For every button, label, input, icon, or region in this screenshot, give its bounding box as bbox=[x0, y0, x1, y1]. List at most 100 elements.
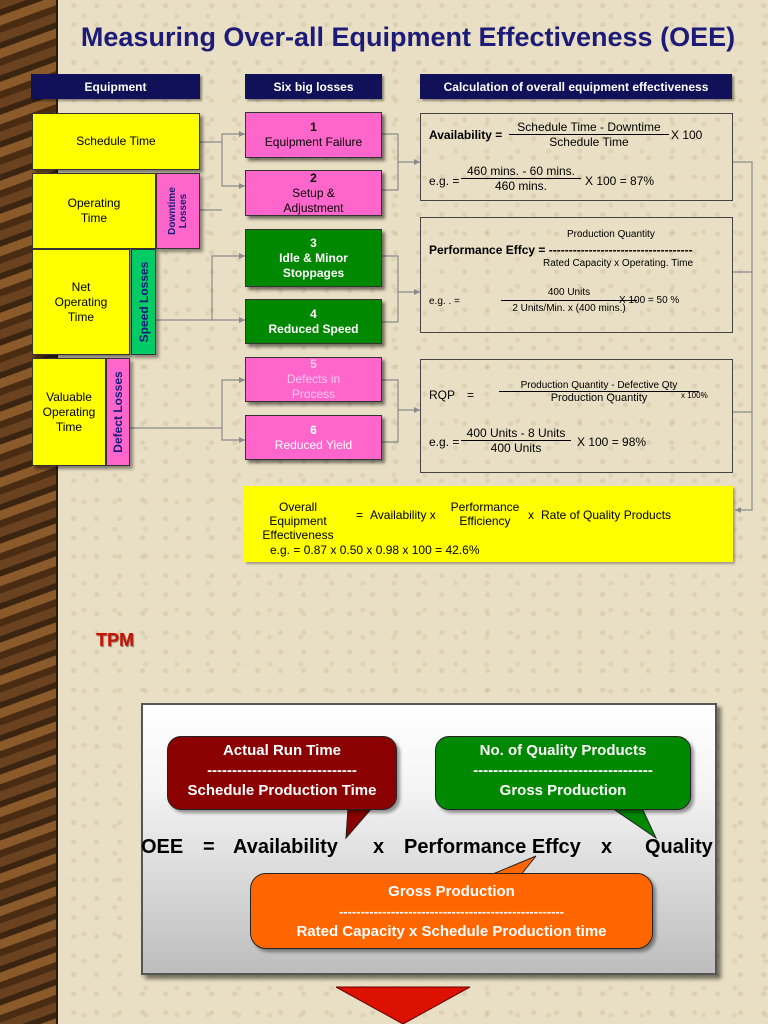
loss-4-box: 4 Reduced Speed bbox=[245, 299, 382, 344]
loss-5-box: 5 Defects in Process bbox=[245, 357, 382, 402]
net-operating-time-box: Net Operating Time bbox=[32, 249, 130, 355]
loss-1-number: 1 bbox=[310, 120, 317, 134]
wood-strip bbox=[0, 0, 58, 1024]
loss-4-label: Reduced Speed bbox=[268, 321, 359, 336]
header-six-losses: Six big losses bbox=[245, 74, 382, 99]
green-bubble: No. of Quality Products ----------------… bbox=[435, 736, 691, 810]
defect-losses-box: Defect Losses bbox=[106, 358, 130, 466]
oee-summary-x: x bbox=[528, 508, 534, 522]
quality-label: RQP bbox=[429, 388, 456, 402]
loss-2-label: Setup & Adjustment bbox=[283, 185, 344, 215]
performance-eg: e.g. . = bbox=[429, 296, 460, 307]
strip-border bbox=[56, 0, 58, 1024]
connector-schedule bbox=[200, 133, 245, 187]
operating-time-label: Operating Time bbox=[67, 196, 121, 225]
valuable-operating-time-box: Valuable Operating Time bbox=[32, 358, 106, 466]
green-bubble-tail bbox=[610, 807, 658, 840]
oee-summary-performance: Performance Efficiency bbox=[450, 500, 520, 528]
green-bubble-top: No. of Quality Products bbox=[479, 742, 647, 759]
oee-equation-performance: Performance Effcy bbox=[404, 836, 581, 858]
green-bubble-dashes: ------------------------------------ bbox=[473, 762, 653, 779]
loss-5-number: 5 bbox=[310, 357, 317, 371]
availability-eg-numerator: 460 mins. - 60 mins. bbox=[461, 164, 581, 179]
quality-fraction: Production Quantity - Defective Qty Prod… bbox=[499, 380, 699, 404]
quality-eg: e.g. = bbox=[429, 435, 460, 449]
oee-summary-box: Overall Equipment Effectiveness = Availa… bbox=[244, 486, 733, 562]
loss-5-label: Defects in Process bbox=[286, 372, 341, 401]
quality-eg-denominator: 400 Units bbox=[490, 441, 542, 455]
performance-label: Performance Effcy = bbox=[429, 243, 549, 257]
header-calculation: Calculation of overall equipment effecti… bbox=[420, 74, 732, 99]
performance-bottom: Rated Capacity x Operating. Time bbox=[543, 258, 694, 269]
availability-fraction: Schedule Time - Downtime Schedule Time bbox=[509, 120, 669, 149]
red-bubble-bottom: Schedule Production Time bbox=[187, 782, 377, 799]
loss-6-box: 6 Reduced Yield bbox=[245, 415, 382, 460]
quality-calc-box: RQP = Production Quantity - Defective Qt… bbox=[420, 359, 733, 473]
availability-eg-denominator: 460 mins. bbox=[494, 179, 548, 193]
quality-denominator: Production Quantity bbox=[550, 392, 648, 404]
availability-eg-fraction: 460 mins. - 60 mins. 460 mins. bbox=[461, 164, 581, 193]
loss-1-box: 1 Equipment Failure bbox=[245, 112, 382, 158]
oee-summary-oee: Overall Equipment Effectiveness bbox=[262, 500, 334, 542]
availability-numerator: Schedule Time - Downtime bbox=[509, 120, 669, 135]
oee-equation-x2: x bbox=[601, 836, 613, 858]
red-bubble-tail bbox=[345, 807, 374, 840]
loss-3-number: 3 bbox=[310, 235, 317, 250]
operating-time-box: Operating Time bbox=[32, 173, 156, 249]
loss-3-box: 3 Idle & Minor Stoppages bbox=[245, 229, 382, 287]
loss-6-label: Reduced Yield bbox=[274, 437, 353, 452]
loss-3-label: Idle & Minor Stoppages bbox=[279, 250, 348, 280]
valuable-operating-time-label: Valuable Operating Time bbox=[42, 389, 96, 434]
schedule-time-box: Schedule Time bbox=[32, 113, 200, 170]
red-bubble-top: Actual Run Time bbox=[222, 742, 342, 759]
performance-eg-denominator: 2 Units/Min. x (400 mins.) bbox=[512, 303, 626, 314]
quality-eg-result: X 100 = 98% bbox=[577, 435, 647, 449]
availability-times: X 100 bbox=[671, 128, 703, 142]
loss-6-number: 6 bbox=[310, 422, 317, 437]
oee-equation-eq: = bbox=[203, 836, 215, 858]
availability-eg: e.g. = bbox=[429, 174, 460, 188]
orange-bubble: Gross Production -----------------------… bbox=[250, 873, 653, 949]
orange-bubble-top: Gross Production bbox=[388, 883, 515, 900]
oee-summary-example: e.g. = 0.87 x 0.50 x 0.98 x 100 = 42.6% bbox=[270, 543, 480, 557]
performance-eg-result: X 100 = 50 % bbox=[619, 295, 680, 306]
quality-eq: = bbox=[467, 388, 475, 402]
orange-bubble-bottom: Rated Capacity x Schedule Production tim… bbox=[296, 923, 607, 940]
availability-eg-result: X 100 = 87% bbox=[585, 174, 655, 188]
oee-summary-quality: Rate of Quality Products bbox=[541, 508, 672, 522]
performance-eg-fraction: 400 Units 2 Units/Min. x (400 mins.) bbox=[501, 287, 637, 314]
oee-equation-x1: x bbox=[373, 836, 385, 858]
tpm-label: TPM bbox=[96, 630, 134, 650]
availability-label: Availability = bbox=[429, 128, 503, 142]
loss-4-number: 4 bbox=[310, 306, 317, 321]
quality-times: x 100% bbox=[681, 391, 708, 400]
quality-eg-fraction: 400 Units - 8 Units 400 Units bbox=[461, 426, 571, 455]
net-operating-time-label: Net Operating Time bbox=[54, 279, 108, 324]
connector-oee bbox=[733, 161, 753, 511]
downtime-losses-box: Downtime Losses bbox=[156, 173, 200, 249]
loss-2-number: 2 bbox=[310, 170, 317, 185]
performance-top: Production Quantity bbox=[567, 229, 655, 240]
oee-summary-availability: Availability x bbox=[370, 508, 436, 522]
performance-line: Performance Effcy = --------------------… bbox=[429, 243, 693, 257]
header-equipment: Equipment bbox=[31, 74, 200, 99]
oee-equation-availability: Availability bbox=[233, 836, 338, 858]
down-arrow bbox=[335, 986, 471, 1024]
performance-dashes: ------------------------------------ bbox=[548, 243, 693, 257]
page-title: Measuring Over-all Equipment Effectivene… bbox=[80, 22, 736, 52]
connector-defect bbox=[130, 379, 245, 441]
red-bubble-dashes: ------------------------------ bbox=[207, 762, 357, 779]
performance-eg-numerator: 400 Units bbox=[501, 287, 637, 301]
schedule-time-label: Schedule Time bbox=[76, 134, 156, 148]
speed-losses-box: Speed Losses bbox=[131, 249, 156, 355]
loss-1-label: Equipment Failure bbox=[264, 135, 363, 149]
red-bubble: Actual Run Time ------------------------… bbox=[167, 736, 397, 810]
availability-denominator: Schedule Time bbox=[549, 135, 629, 149]
performance-calc-box: Production Quantity Performance Effcy = … bbox=[420, 217, 733, 333]
oee-summary-eq: = bbox=[356, 508, 364, 522]
oee-equation-quality: Quality bbox=[645, 836, 713, 858]
orange-bubble-dashes: ----------------------------------------… bbox=[338, 904, 565, 919]
oee-equation-oee: OEE bbox=[141, 836, 184, 858]
